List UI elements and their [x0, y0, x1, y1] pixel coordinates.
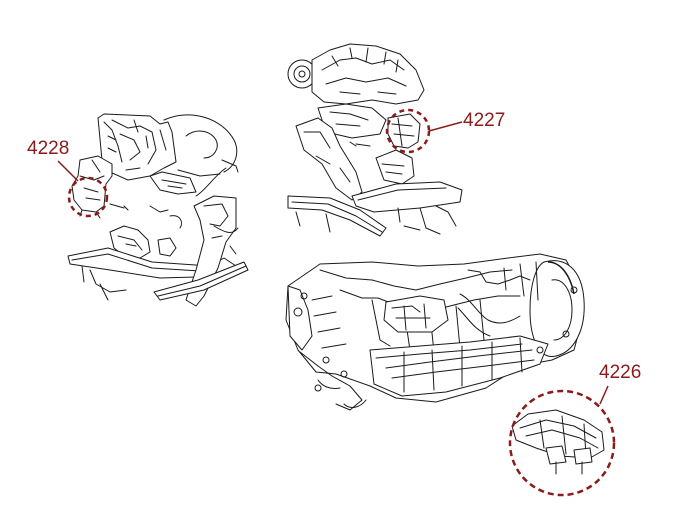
transmission-assembly — [285, 253, 585, 411]
leader-line-4227 — [428, 121, 463, 132]
leader-line-4226 — [599, 385, 609, 405]
callout-circle-4228 — [67, 176, 109, 218]
right-engine-mount-assembly — [287, 43, 463, 237]
callout-circle-4226 — [508, 389, 616, 497]
leader-line-4228 — [57, 160, 79, 182]
callout-label-4226: 4226 — [599, 362, 642, 383]
callout-label-4227: 4227 — [463, 110, 506, 131]
callout-label-4228: 4228 — [27, 138, 70, 159]
left-engine-mount-assembly — [57, 113, 249, 307]
transmission-mount-4226 — [508, 385, 616, 497]
